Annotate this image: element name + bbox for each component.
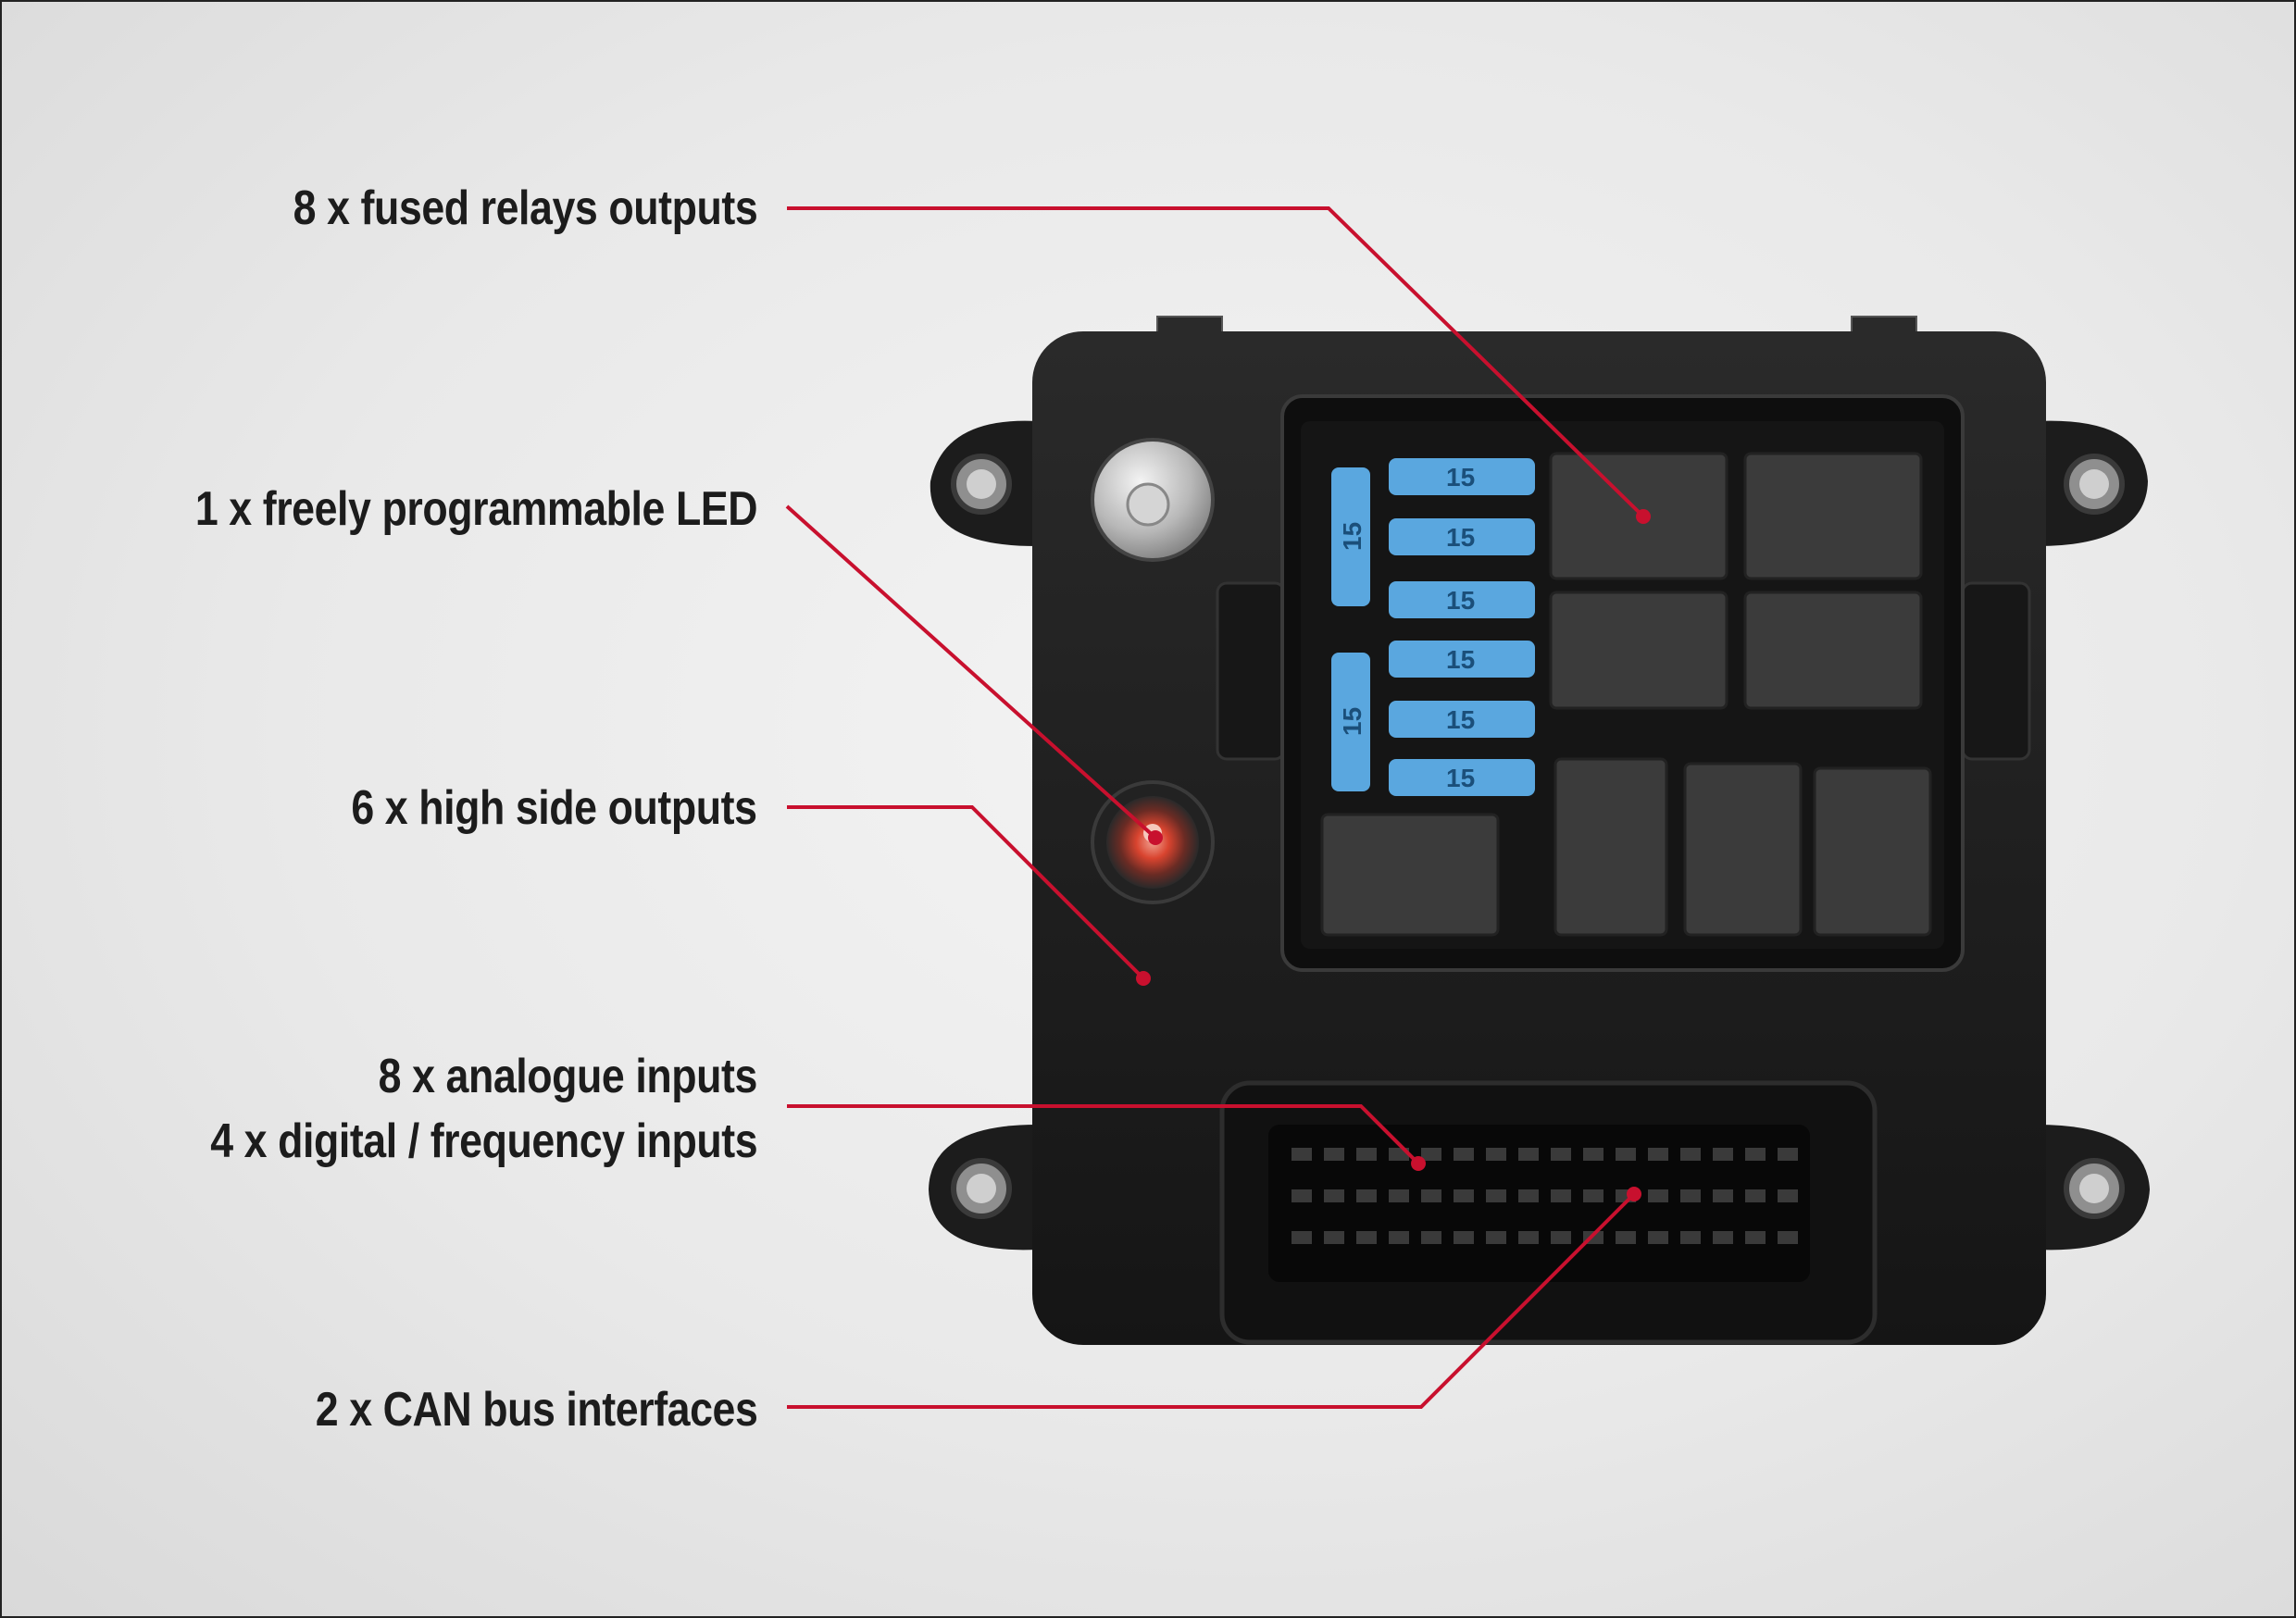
- fuse-bank: [1331, 458, 1535, 796]
- connector-pin: [1648, 1148, 1668, 1161]
- relay: [1743, 452, 1923, 580]
- connector-pin: [1551, 1148, 1571, 1161]
- callout-line-can: [787, 1192, 1636, 1409]
- connector-pin: [1486, 1189, 1506, 1202]
- connector-pin: [1778, 1231, 1798, 1244]
- connector-pin: [1454, 1231, 1474, 1244]
- fuse-rating: 15: [1338, 707, 1366, 736]
- connector-pin: [1648, 1231, 1668, 1244]
- connector-pin: [1745, 1231, 1766, 1244]
- relay: [1554, 757, 1668, 937]
- fuse: [1389, 458, 1535, 495]
- connector-pin: [1745, 1148, 1766, 1161]
- connector-pin: [1292, 1148, 1312, 1161]
- callout-line-inputs: [787, 1104, 1420, 1165]
- fuse: [1389, 518, 1535, 555]
- connector-pin: [1324, 1189, 1344, 1202]
- power-bolt: [1091, 438, 1215, 562]
- connector-pin: [1324, 1148, 1344, 1161]
- connector-pin: [1713, 1148, 1733, 1161]
- fuse-rating: 15: [1446, 645, 1475, 674]
- main-connector: [1219, 1080, 1878, 1345]
- callout-digital: 4 x digital / frequency inputs: [210, 1114, 757, 1168]
- connector-pin: [1518, 1189, 1539, 1202]
- fuse: [1389, 701, 1535, 738]
- relay: [1320, 813, 1500, 937]
- connector-pin: [1778, 1148, 1798, 1161]
- fuse: [1389, 641, 1535, 678]
- fuse-rating: 15: [1338, 522, 1366, 551]
- mounting-ears: [929, 420, 2150, 1251]
- callout-analogue: 8 x analogue inputs: [378, 1050, 758, 1103]
- connector-pin: [1551, 1231, 1571, 1244]
- connector-pin: [1680, 1231, 1701, 1244]
- connector-pin: [1551, 1189, 1571, 1202]
- connector-pin: [1518, 1148, 1539, 1161]
- connector-pin: [1421, 1231, 1441, 1244]
- connector-pin: [1356, 1231, 1377, 1244]
- connector-pin: [1292, 1231, 1312, 1244]
- fuse-rating: 15: [1446, 705, 1475, 734]
- callout-line-led: [785, 504, 1157, 840]
- connector-pin: [1680, 1189, 1701, 1202]
- connector-pin: [1356, 1189, 1377, 1202]
- fuse-rating: 15: [1446, 523, 1475, 552]
- connector-pin: [1648, 1189, 1668, 1202]
- fuse: [1389, 581, 1535, 618]
- connector-pin: [1616, 1231, 1636, 1244]
- connector-pin: [1745, 1189, 1766, 1202]
- callout-led: 1 x freely programmable LED: [194, 482, 758, 536]
- connector-pin: [1421, 1148, 1441, 1161]
- connector-pin: [1713, 1189, 1733, 1202]
- connector-pin: [1324, 1231, 1344, 1244]
- callout-lines: [785, 206, 1645, 1409]
- relay: [1743, 591, 1923, 710]
- relays: [1320, 452, 1932, 937]
- connector-pin: [1713, 1231, 1733, 1244]
- connector-pin: [1583, 1189, 1603, 1202]
- callout-line-relays: [787, 206, 1645, 518]
- connector-pin: [1583, 1148, 1603, 1161]
- connector-pin: [1518, 1231, 1539, 1244]
- callout-can: 2 x CAN bus interfaces: [315, 1383, 757, 1437]
- relay: [1683, 762, 1803, 937]
- connector-pin: [1454, 1148, 1474, 1161]
- fuse: [1389, 759, 1535, 796]
- callout-dots: [1136, 509, 1651, 1201]
- fuse: [1331, 653, 1370, 791]
- connector-pin: [1421, 1189, 1441, 1202]
- relay: [1813, 766, 1932, 937]
- callout-high-side: 6 x high side outputs: [351, 781, 758, 835]
- connector-pin: [1486, 1148, 1506, 1161]
- callout-relays: 8 x fused relays outputs: [293, 181, 757, 235]
- connector-pin: [1616, 1148, 1636, 1161]
- connector-pin: [1778, 1189, 1798, 1202]
- connector-pin: [1389, 1231, 1409, 1244]
- connector-pin: [1454, 1189, 1474, 1202]
- connector-pin: [1356, 1148, 1377, 1161]
- fuse: [1331, 467, 1370, 606]
- fuse-rating: 15: [1446, 586, 1475, 615]
- connector-pin: [1292, 1189, 1312, 1202]
- connector-pin: [1486, 1231, 1506, 1244]
- relay: [1549, 591, 1728, 710]
- callout-line-high-side: [787, 805, 1145, 980]
- fuse-rating: 15: [1446, 764, 1475, 792]
- connector-pin: [1389, 1189, 1409, 1202]
- connector-pin: [1680, 1148, 1701, 1161]
- fuse-rating: 15: [1446, 463, 1475, 492]
